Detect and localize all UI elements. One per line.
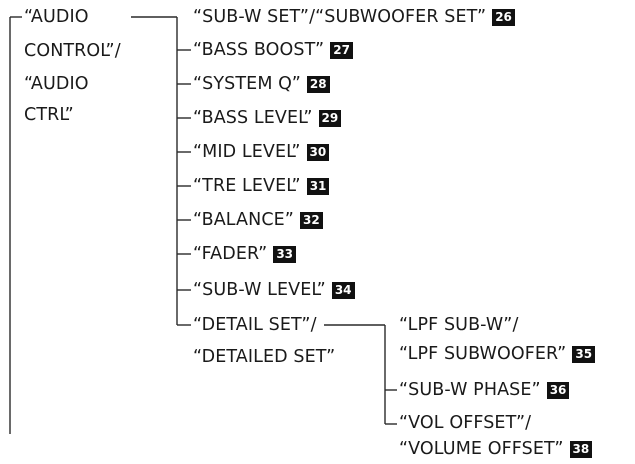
item-fader: “FADER” 33: [193, 243, 297, 265]
item-label: “BALANCE”: [193, 210, 294, 230]
item-label: “DETAIL SET”/: [193, 315, 317, 335]
page-ref-badge: 28: [306, 76, 330, 93]
root-label-line-2: CONTROL”/: [24, 41, 121, 61]
item-mid-level: “MID LEVEL” 30: [193, 141, 330, 163]
page-ref-badge: 26: [492, 9, 515, 26]
item-label: “SUB-W LEVEL”: [193, 280, 326, 300]
item-label: “VOLUME OFFSET”: [399, 439, 564, 459]
page-ref-badge: 32: [299, 212, 323, 229]
item-label: “MID LEVEL”: [193, 142, 301, 162]
item-detail-set: “DETAIL SET”/: [193, 314, 317, 336]
item-subw-level: “SUB-W LEVEL” 34: [193, 279, 355, 301]
item-label: “BASS BOOST”: [193, 40, 325, 60]
root-label-line-4: CTRL”: [24, 105, 74, 125]
detail-item-lpf-subw: “LPF SUB-W”/: [399, 314, 518, 336]
item-bass-boost: “BASS BOOST” 27: [193, 39, 353, 61]
item-label: “BASS LEVEL”: [193, 108, 313, 128]
item-detail-set-line-2: “DETAILED SET”: [193, 346, 335, 368]
item-bass-level: “BASS LEVEL” 29: [193, 107, 342, 129]
item-label: “SYSTEM Q”: [193, 74, 301, 94]
item-label: “SUB-W PHASE”: [399, 380, 541, 400]
page-ref-badge: 30: [306, 144, 330, 161]
page-ref-badge: 31: [306, 178, 330, 195]
item-label: “VOL OFFSET”/: [399, 413, 532, 433]
root-label-line-3: “AUDIO: [24, 74, 89, 94]
item-label: “TRE LEVEL”: [193, 176, 301, 196]
root-label-line-1: “AUDIO: [24, 7, 89, 27]
page-ref-badge: 27: [330, 42, 353, 59]
detail-item-vol-offset-line-2: “VOLUME OFFSET” 38: [399, 438, 593, 460]
detail-item-lpf-subw-line-2: “LPF SUBWOOFER” 35: [399, 343, 596, 365]
item-label: “SUB-W SET”/“SUBWOOFER SET”: [193, 7, 487, 27]
item-subw-set: “SUB-W SET”/“SUBWOOFER SET” 26: [193, 6, 515, 28]
page-ref-badge: 33: [273, 246, 297, 263]
item-system-q: “SYSTEM Q” 28: [193, 73, 330, 95]
page-ref-badge: 36: [546, 382, 570, 399]
page-ref-badge: 38: [569, 441, 593, 458]
item-label: “LPF SUB-W”/: [399, 315, 519, 335]
detail-item-vol-offset: “VOL OFFSET”/: [399, 412, 531, 434]
item-label: “DETAILED SET”: [193, 347, 336, 367]
page-ref-badge: 35: [572, 346, 596, 363]
page-ref-badge: 29: [318, 110, 342, 127]
item-label: “FADER”: [193, 244, 268, 264]
item-balance: “BALANCE” 32: [193, 209, 323, 231]
item-label: “LPF SUBWOOFER”: [399, 344, 567, 364]
item-tre-level: “TRE LEVEL” 31: [193, 175, 330, 197]
page-ref-badge: 34: [331, 282, 355, 299]
detail-item-subw-phase: “SUB-W PHASE” 36: [399, 379, 570, 401]
